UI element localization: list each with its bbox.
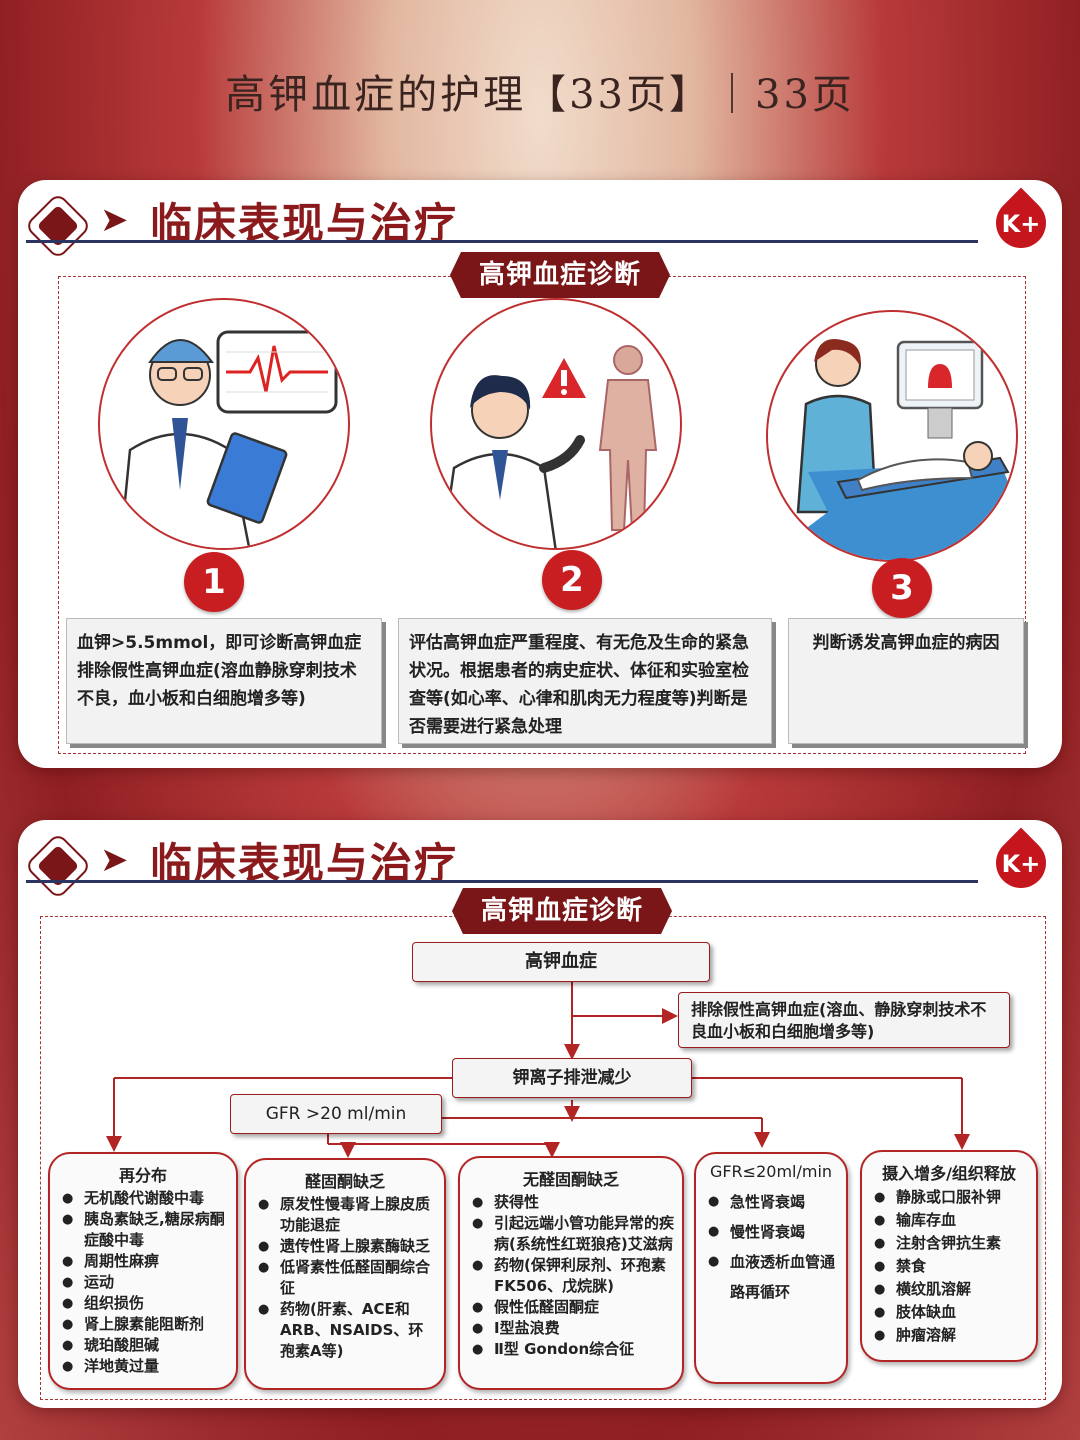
list-item: 周期性麻痹 — [58, 1251, 228, 1272]
doctor-warning-illustration — [430, 298, 682, 550]
section-heading: 临床表现与治疗 — [150, 839, 459, 888]
category-title: 摄入增多/组织释放 — [882, 1164, 1016, 1183]
category-gfr-low: GFR≤20ml/min 急性肾衰竭 慢性肾衰竭 血液透析血管通路再循环 — [694, 1152, 848, 1384]
gfr-high-node: GFR >20 ml/min — [230, 1094, 442, 1134]
list-item: 药物(肝素、ACE和ARB、NSAIDS、环孢素A等) — [254, 1299, 436, 1362]
category-title: 醛固酮缺乏 — [304, 1172, 385, 1191]
step-number-3: 3 — [872, 558, 932, 618]
category-title: GFR≤20ml/min — [709, 1162, 833, 1181]
nurse-patient-illustration — [766, 310, 1018, 562]
list-item: 慢性肾衰竭 — [704, 1217, 838, 1247]
section-heading: 临床表现与治疗 — [150, 199, 459, 248]
flow-connectors — [106, 982, 970, 1158]
diagnosis-steps-card: ➤ 临床表现与治疗 K+ 高钾血症诊断 1 2 3 — [18, 180, 1062, 768]
chevron-right-icon: ➤ — [100, 200, 129, 240]
card-header: ➤ 临床表现与治疗 K+ — [18, 180, 1062, 260]
list-item: 药物(保钾利尿剂、环孢素FK506、戊烷脒) — [468, 1255, 674, 1297]
header-divider — [26, 240, 978, 243]
potassium-drop-icon: K+ — [985, 186, 1057, 259]
step-text-1: 血钾>5.5mmol，即可诊断高钾血症 排除假性高钾血症(溶血静脉穿刺技术不良，… — [66, 618, 382, 744]
category-title: 再分布 — [118, 1166, 167, 1185]
card-header: ➤ 临床表现与治疗 K+ — [18, 820, 1062, 900]
list-item: 胰岛素缺乏,糖尿病酮症酸中毒 — [58, 1209, 228, 1251]
category-redistribution: 再分布 无机酸代谢酸中毒 胰岛素缺乏,糖尿病酮症酸中毒 周期性麻痹 运动 组织损… — [48, 1152, 238, 1390]
list-item: 假性低醛固酮症 — [468, 1297, 674, 1318]
section-banner: 高钾血症诊断 — [452, 888, 672, 934]
diamond-icon — [24, 192, 92, 260]
root-node: 高钾血症 — [412, 942, 710, 982]
list-item: 横纹肌溶解 — [870, 1278, 1028, 1301]
potassium-drop-icon: K+ — [985, 826, 1057, 899]
list-item: Ⅱ型 Gondon综合征 — [468, 1339, 674, 1360]
step-text-2: 评估高钾血症严重程度、有无危及生命的紧急状况。根据患者的病史症状、体征和实验室检… — [398, 618, 772, 744]
list-item: 无机酸代谢酸中毒 — [58, 1188, 228, 1209]
step-number-2: 2 — [542, 550, 602, 610]
list-item: 肾上腺素能阻断剂 — [58, 1314, 228, 1335]
list-item: 静脉或口服补钾 — [870, 1186, 1028, 1209]
list-item: Ⅰ型盐浪费 — [468, 1318, 674, 1339]
list-item: 原发性慢毒肾上腺皮质功能退症 — [254, 1194, 436, 1236]
excretion-node: 钾离子排泄减少 — [452, 1058, 692, 1098]
category-title: 无醛固酮缺乏 — [522, 1170, 619, 1189]
category-aldosterone-deficiency: 醛固酮缺乏 原发性慢毒肾上腺皮质功能退症 遗传性肾上腺素酶缺乏 低肾素性低醛固酮… — [244, 1158, 446, 1390]
category-no-aldosterone-deficiency: 无醛固酮缺乏 获得性 引起远端小管功能异常的疾病(系统性红斑狼疮)艾滋病 药物(… — [458, 1156, 684, 1390]
exclude-pseudo-node: 排除假性高钾血症(溶血、静脉穿刺技术不良血小板和白细胞增多等) — [678, 992, 1010, 1048]
list-item: 血液透析血管通路再循环 — [704, 1247, 838, 1307]
list-item: 组织损伤 — [58, 1293, 228, 1314]
header-divider — [26, 880, 978, 883]
list-item: 输库存血 — [870, 1209, 1028, 1232]
chevron-right-icon: ➤ — [100, 840, 129, 880]
list-item: 获得性 — [468, 1192, 674, 1213]
page-title: 高钾血症的护理【33页】｜33页 — [225, 72, 855, 118]
list-item: 遗传性肾上腺素酶缺乏 — [254, 1236, 436, 1257]
step-number-1: 1 — [184, 552, 244, 612]
doctor-ecg-illustration — [98, 298, 350, 550]
list-item: 肿瘤溶解 — [870, 1324, 1028, 1347]
list-item: 注射含钾抗生素 — [870, 1232, 1028, 1255]
list-item: 琥珀酸胆碱 — [58, 1335, 228, 1356]
list-item: 禁食 — [870, 1255, 1028, 1278]
list-item: 急性肾衰竭 — [704, 1187, 838, 1217]
diagnosis-flowchart-card: ➤ 临床表现与治疗 K+ 高钾血症诊断 高钾血症 排除假性高钾血症(溶血、静脉穿… — [18, 820, 1062, 1408]
list-item: 肢体缺血 — [870, 1301, 1028, 1324]
category-intake-release: 摄入增多/组织释放 静脉或口服补钾 输库存血 注射含钾抗生素 禁食 横纹肌溶解 … — [860, 1150, 1038, 1362]
list-item: 洋地黄过量 — [58, 1356, 228, 1377]
list-item: 低肾素性低醛固酮综合征 — [254, 1257, 436, 1299]
section-banner: 高钾血症诊断 — [450, 252, 670, 298]
step-text-3: 判断诱发高钾血症的病因 — [788, 618, 1024, 744]
list-item: 运动 — [58, 1272, 228, 1293]
list-item: 引起远端小管功能异常的疾病(系统性红斑狼疮)艾滋病 — [468, 1213, 674, 1255]
